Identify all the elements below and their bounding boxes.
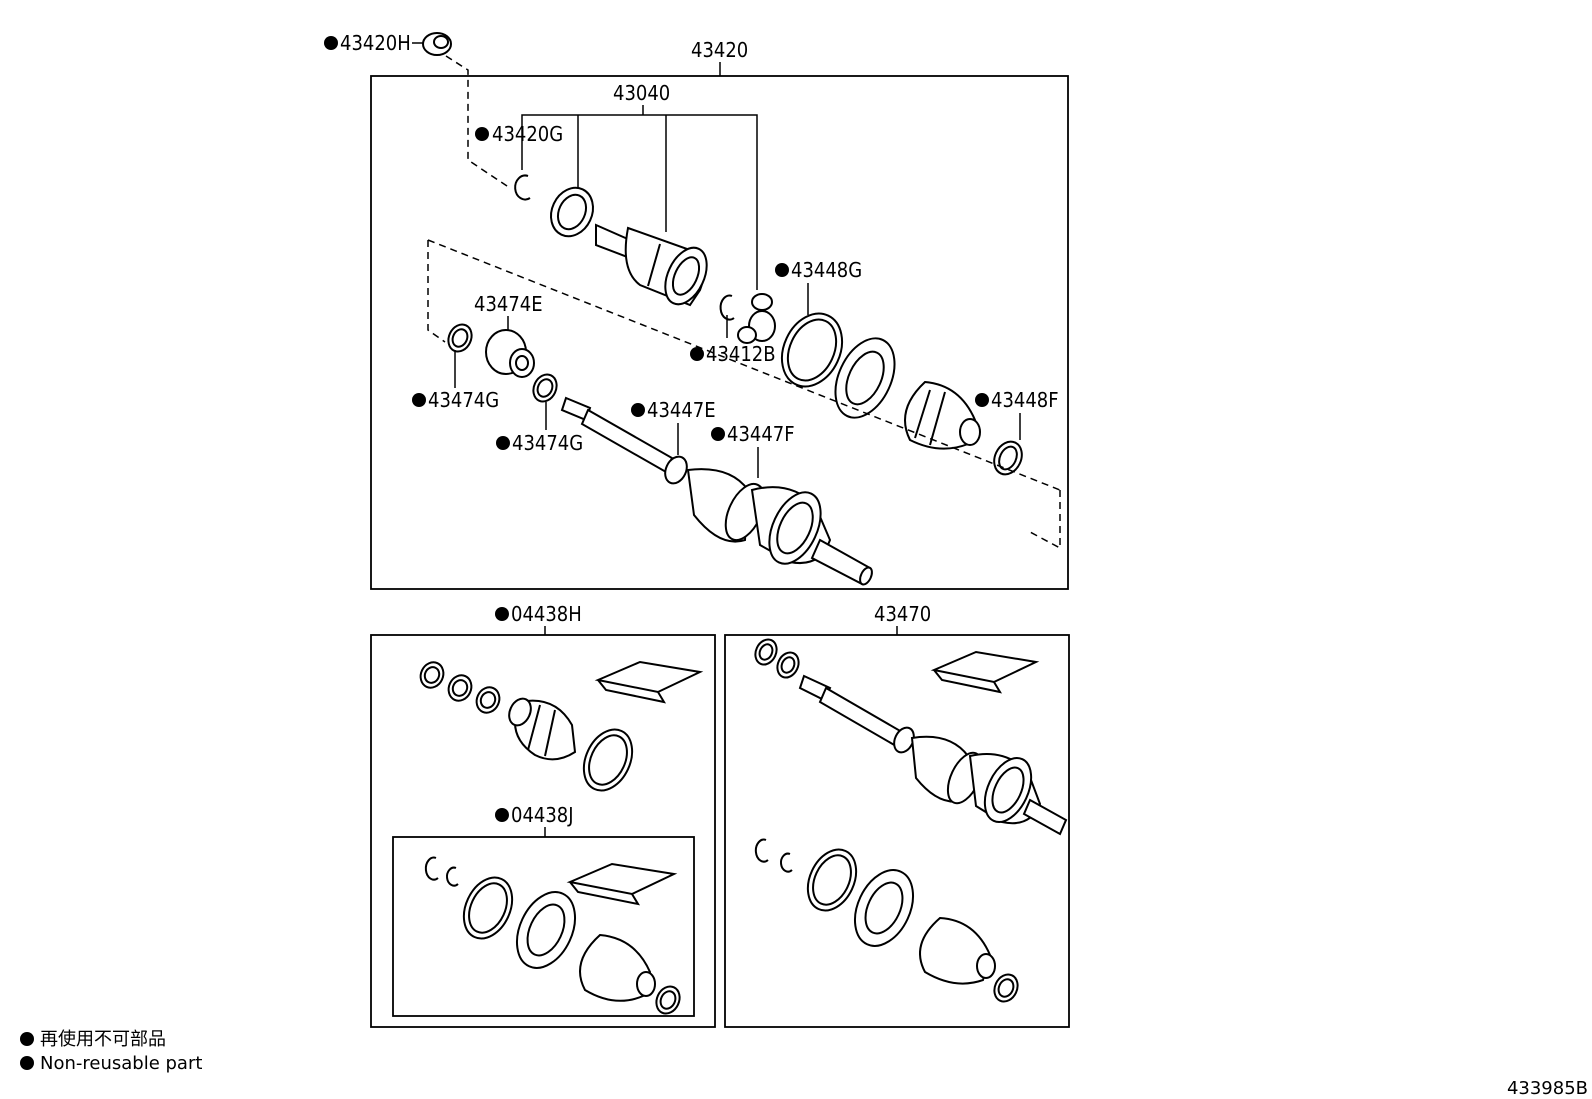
label-43448F: 43448F: [991, 388, 1059, 412]
part-drive-shaft-outboard: [560, 396, 873, 586]
figure-id: 433985B: [1507, 1078, 1588, 1099]
label-group-04438J: 04438J: [495, 803, 574, 837]
legend-text-jp: 再使用不可部品: [40, 1029, 166, 1050]
part-inboard-boot-housing: [834, 337, 896, 419]
label-43474E: 43474E: [474, 292, 543, 316]
part-outboard-boot-04438H: [508, 697, 577, 761]
dash-diag: [427, 239, 1061, 491]
dash-43420H: [445, 55, 511, 189]
label-43412B: 43412B: [706, 342, 776, 366]
label-group-43448F: 43448F: [975, 388, 1059, 440]
label-group-43412B: 43412B: [690, 315, 776, 366]
part-43420H-seal: [422, 32, 452, 56]
part-snap-ring-43412B: [719, 294, 735, 321]
part-boot-clamp-43448G: [780, 312, 844, 388]
label-43420G: 43420G: [492, 122, 563, 146]
label-group-43474G-b: 43474G: [496, 402, 583, 455]
non-reusable-dot: [775, 263, 789, 277]
part-kit-04438J: [424, 856, 681, 1015]
label-43470: 43470: [874, 602, 931, 626]
label-43447F: 43447F: [727, 422, 795, 446]
non-reusable-dot: [631, 403, 645, 417]
label-43447E: 43447E: [647, 398, 716, 422]
part-boot-clamp-43448F: [993, 440, 1023, 476]
legend-text-en: Non-reusable part: [40, 1053, 202, 1074]
non-reusable-dot: [475, 127, 489, 141]
part-snap-ring-43420G: [514, 174, 531, 201]
label-43420: 43420: [691, 38, 748, 62]
label-43040: 43040: [613, 81, 670, 105]
label-group-43420H: 43420H: [324, 31, 511, 189]
part-dust-deflector: [550, 186, 594, 238]
label-group-43420G: 43420G: [475, 122, 563, 146]
part-inboard-joint-tulip: [595, 223, 708, 307]
dash-outboard: [427, 240, 446, 343]
frame-04438H: [370, 634, 716, 1028]
non-reusable-dot: [711, 427, 725, 441]
part-boot-band-04438H: [582, 728, 634, 792]
label-04438J: 04438J: [511, 803, 574, 827]
label-group-43474G-a: 43474G: [412, 350, 499, 412]
part-tripod-joint: [737, 293, 776, 344]
label-group-43447E: 43447E: [631, 398, 716, 455]
part-clamp-43474G-a: [447, 323, 473, 353]
part-grease-pack-04438H: [594, 660, 704, 704]
label-43474G: 43474G: [428, 388, 499, 412]
part-inboard-boot: [904, 380, 981, 450]
non-reusable-dot: [495, 607, 509, 621]
non-reusable-dot: [324, 36, 338, 50]
label-43420H: 43420H: [340, 31, 411, 55]
part-damper-43474E: [485, 329, 535, 378]
non-reusable-dot: [495, 808, 509, 822]
legend: 再使用不可部品 Non-reusable part: [20, 1029, 202, 1074]
non-reusable-dot: [690, 347, 704, 361]
leader-43040: [521, 114, 758, 290]
non-reusable-dot: [496, 436, 510, 450]
non-reusable-dot: [412, 393, 426, 407]
label-group-04438H: 04438H: [495, 602, 582, 635]
part-assy-43470: [754, 638, 1068, 1003]
label-43474G: 43474G: [512, 431, 583, 455]
label-43448G: 43448G: [791, 258, 862, 282]
dash-right: [1029, 490, 1061, 550]
legend-dot-en: [20, 1056, 34, 1070]
part-clamps-04438H: [419, 661, 501, 714]
legend-dot-jp: [20, 1032, 34, 1046]
non-reusable-dot: [975, 393, 989, 407]
frame-04438J: [392, 836, 695, 1017]
label-group-43447F: 43447F: [711, 422, 795, 478]
frame-43470: [724, 634, 1070, 1028]
part-clamp-43474G-b: [532, 373, 558, 403]
label-group-43448G: 43448G: [775, 258, 862, 315]
label-04438H: 04438H: [511, 602, 582, 626]
